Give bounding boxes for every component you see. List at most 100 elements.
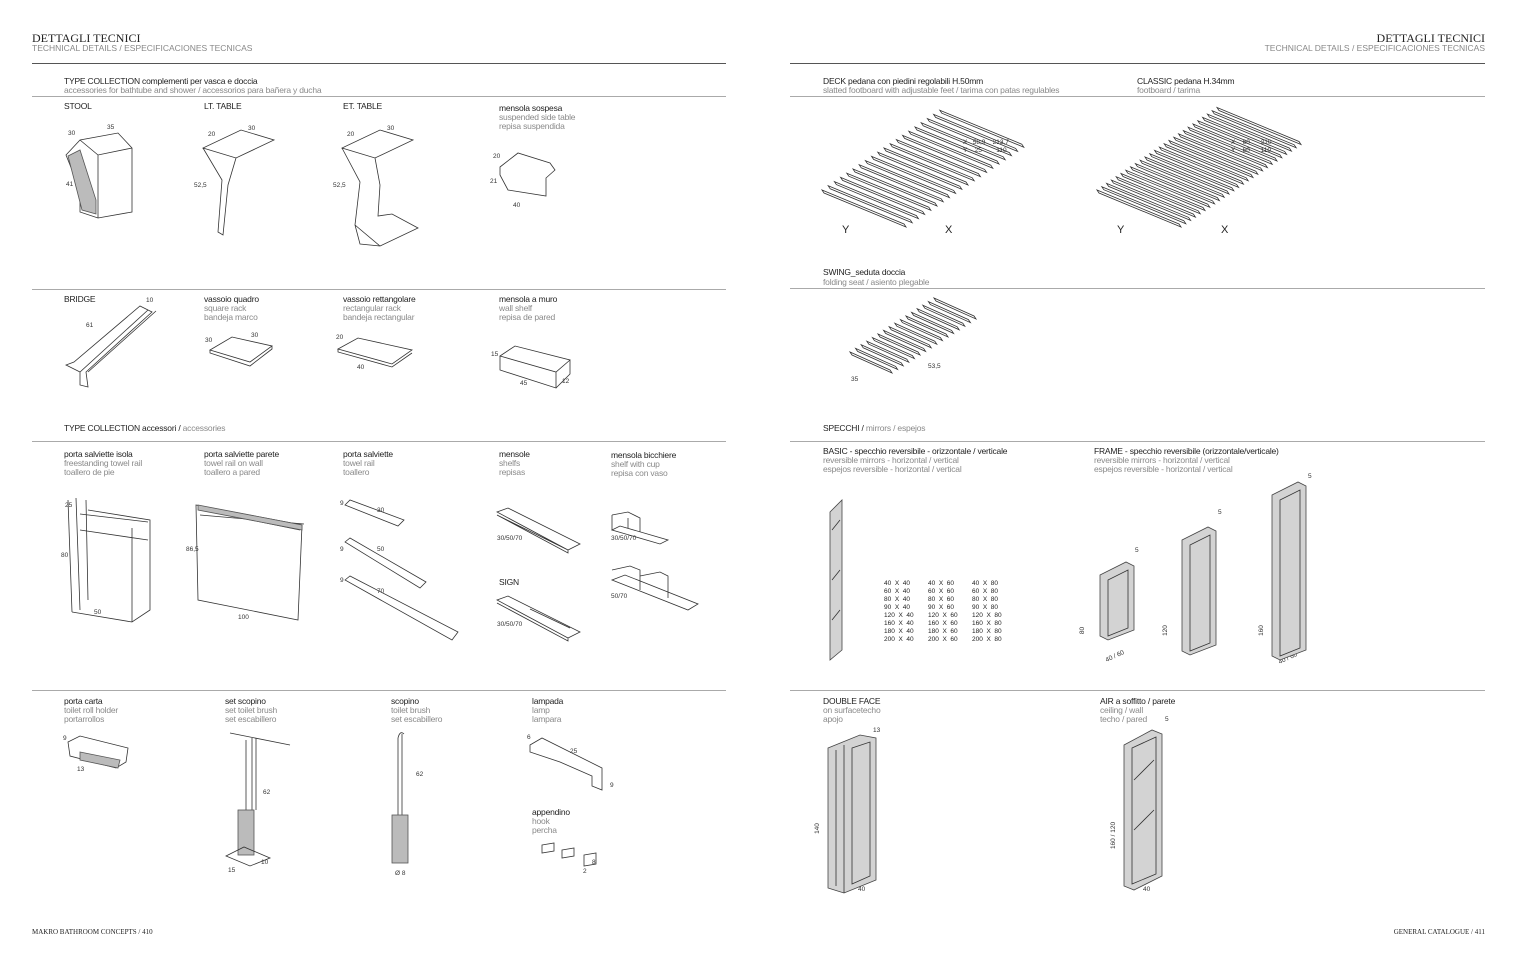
dimension: 30: [248, 125, 256, 132]
slat: [858, 163, 945, 203]
mirror-size: 180 X 80: [972, 628, 1002, 635]
item-en: on surfacetecho: [823, 705, 881, 715]
item-name: SWING_seduta doccia: [823, 267, 906, 277]
air-mirror-drawing: [1123, 729, 1163, 891]
slat: [904, 315, 950, 338]
slat: [916, 307, 961, 331]
item-name: DECK pedana con piedini regolabili H.50m…: [823, 76, 984, 86]
dimension: 30: [387, 125, 395, 132]
dimension: 52,5: [194, 182, 207, 189]
section-title: SPECCHI / mirrors / espejos: [823, 424, 926, 433]
mirror-size: 120 X 40: [884, 612, 914, 619]
dimension: 40: [357, 364, 365, 371]
slat: [1211, 109, 1298, 149]
spec-row-y: Y 60 110: [1231, 147, 1272, 155]
item-name: mensola sospesa: [499, 103, 563, 113]
page-subtitle-right: TECHNICAL DETAILS / ESPECIFICACIONES TEC…: [1264, 43, 1485, 53]
mirror-size: 200 X 60: [928, 636, 958, 643]
item-es: repisa suspendida: [499, 121, 565, 131]
spec-value: 210: [1260, 139, 1272, 146]
item-en: hook: [532, 816, 550, 826]
dimension: 13: [873, 727, 881, 734]
mensola-bicchiere-drawing: [610, 511, 699, 611]
slat: [913, 126, 1001, 165]
slat: [1182, 129, 1269, 169]
et-table-drawing: [340, 129, 419, 247]
slat: [921, 304, 966, 328]
divider: [32, 96, 726, 97]
item-en: square rack: [204, 303, 247, 313]
frame-mirror-80: [1099, 561, 1135, 641]
item-es: espejos reversible - horizontal / vertic…: [1094, 464, 1233, 474]
slat: [848, 351, 894, 374]
slat: [888, 325, 933, 349]
slat: [932, 297, 978, 320]
item-es: toallero de pie: [64, 467, 115, 477]
slat: [845, 172, 932, 212]
dimension: 9: [340, 546, 344, 553]
item-es: portarrollos: [64, 714, 105, 724]
slat: [1196, 119, 1283, 159]
slat: [1191, 123, 1279, 162]
section-title-main: TYPE COLLECTION accessori: [64, 423, 177, 433]
sign-drawing: [496, 595, 581, 642]
item-name: lampada: [532, 696, 564, 706]
dimension: 21: [490, 178, 498, 185]
slat: [1095, 189, 1183, 228]
item-es: bandeja marco: [204, 312, 258, 322]
item-name: ET. TABLE: [343, 101, 382, 111]
slat: [938, 109, 1025, 149]
porta-salviette-drawing: [344, 499, 459, 641]
divider: [790, 288, 1485, 289]
mensole-drawing: [496, 507, 581, 554]
dimension: 15: [491, 351, 499, 358]
item-es: repisas: [499, 467, 526, 477]
slat: [1115, 175, 1202, 215]
item-en: reversible mirrors - horizontal / vertic…: [1094, 455, 1230, 465]
slat: [1172, 136, 1259, 176]
axis-label: Y: [842, 224, 850, 236]
slat: [1105, 182, 1192, 222]
mirror-size: 120 X 60: [928, 612, 958, 619]
item-en: suspended side table: [499, 112, 576, 122]
frame-mirror-120: [1181, 526, 1217, 656]
vassoio-rettangolare-drawing: [336, 337, 413, 368]
spec-value: 60: [1242, 139, 1250, 146]
page-subtitle-left: TECHNICAL DETAILS / ESPECIFICACIONES TEC…: [32, 43, 253, 53]
mirror-size: 40 X 60: [928, 580, 955, 587]
item-en: freestanding towel rail: [64, 458, 143, 468]
item-en: shelf with cup: [611, 459, 660, 469]
dimension: 5: [1135, 547, 1139, 554]
item-es: set escabillero: [391, 714, 443, 724]
slat: [876, 333, 922, 356]
dimension: 20: [336, 334, 344, 341]
dimension: 10: [146, 297, 154, 304]
divider: [32, 690, 726, 691]
slat: [827, 184, 914, 224]
spec-axis: Y: [963, 147, 968, 154]
item-name: CLASSIC pedana H.34mm: [1137, 76, 1235, 86]
slat: [1215, 106, 1303, 146]
dimension: 5: [1308, 473, 1312, 480]
dimension: 5: [1165, 716, 1169, 723]
item-en: towel rail: [343, 458, 375, 468]
slat: [833, 180, 920, 220]
dimension: 41: [66, 181, 74, 188]
dimension: 40: [513, 202, 521, 209]
slat: [1177, 133, 1264, 172]
mirror-size: 90 X 60: [928, 604, 955, 611]
slat: [901, 134, 988, 174]
dimension: 15: [228, 867, 236, 874]
slat: [871, 336, 916, 360]
slat: [889, 142, 976, 182]
item-name: vassoio rettangolare: [343, 294, 416, 304]
item-name: mensola bicchiere: [611, 450, 677, 460]
mirror-size: 90 X 40: [884, 604, 911, 611]
lampada-drawing: [529, 737, 603, 791]
item-es: percha: [532, 825, 557, 835]
slat: [1119, 172, 1207, 212]
slat: [882, 147, 970, 186]
item-name: LT. TABLE: [204, 101, 242, 111]
